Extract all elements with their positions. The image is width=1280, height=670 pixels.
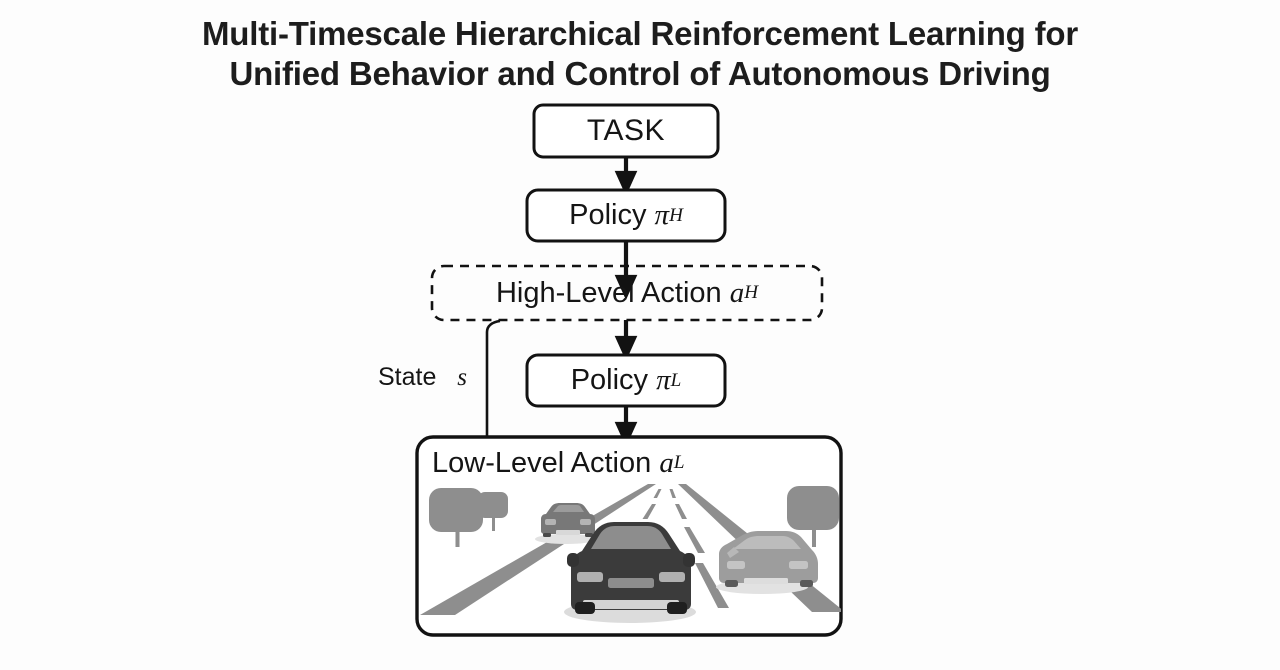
tree-left-small bbox=[478, 492, 508, 531]
vehicle-ego-car bbox=[564, 522, 696, 623]
driving-scene bbox=[420, 484, 841, 623]
node-policy-high bbox=[525, 188, 727, 243]
tree-right-large bbox=[787, 486, 839, 547]
node-task bbox=[532, 103, 720, 159]
tree-left-large bbox=[429, 488, 483, 547]
vehicle-car-right bbox=[716, 531, 818, 594]
page-title: Multi-Timescale Hierarchical Reinforceme… bbox=[0, 14, 1280, 95]
lane-marking-right bbox=[669, 489, 729, 608]
node-policy-low bbox=[525, 353, 727, 408]
title-line-2: Unified Behavior and Control of Autonomo… bbox=[229, 55, 1051, 93]
vehicle-lead-car-left bbox=[535, 503, 597, 544]
edge-feedback-state bbox=[485, 319, 501, 441]
road-edge-left bbox=[420, 484, 656, 615]
title-line-1: Multi-Timescale Hierarchical Reinforceme… bbox=[202, 15, 1078, 52]
